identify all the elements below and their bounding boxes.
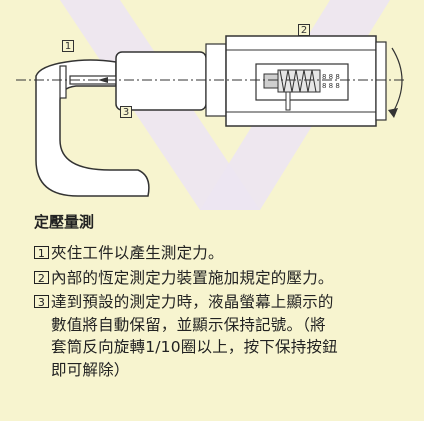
sleeve bbox=[115, 51, 207, 111]
list-item: 1 夾住工件以產生測定力。 bbox=[34, 242, 420, 265]
scale-digits: 8 8 8 bbox=[322, 73, 340, 81]
micrometer-diagram: 8 8 8 8 8 8 bbox=[16, 0, 404, 210]
callout-label-2: 2 bbox=[298, 24, 310, 36]
frame-body bbox=[35, 59, 150, 197]
list-item: 2 內部的恆定測定力裝置施加規定的壓力。 bbox=[34, 267, 420, 290]
anvil bbox=[59, 65, 67, 99]
item-text: 夾住工件以產生測定力。 bbox=[51, 244, 224, 262]
item-number: 3 bbox=[34, 295, 49, 309]
measure-arrow bbox=[98, 77, 108, 83]
callout-label-1: 1 bbox=[62, 40, 74, 52]
pin bbox=[285, 91, 291, 111]
item-text: 達到預設的測定力時，液晶螢幕上顯示的 數值將自動保留，並顯示保持記號。（將 套筒… bbox=[51, 293, 338, 379]
section-title: 定壓量測 bbox=[34, 213, 95, 231]
rotation-arrowhead bbox=[388, 108, 398, 118]
description-section: 定壓量測 1 夾住工件以產生測定力。 2 內部的恆定測定力裝置施加規定的壓力。 … bbox=[34, 212, 420, 383]
rotation-arrow bbox=[391, 47, 403, 115]
item-number: 1 bbox=[34, 246, 49, 260]
list-item: 3 達到預設的測定力時，液晶螢幕上顯示的 數值將自動保留，並顯示保持記號。（將 … bbox=[34, 291, 420, 381]
spring bbox=[279, 69, 317, 93]
item-text: 內部的恆定測定力裝置施加規定的壓力。 bbox=[51, 268, 334, 287]
plunger bbox=[263, 73, 279, 89]
thimble-cap bbox=[375, 41, 387, 121]
scale-digits: 8 8 8 bbox=[322, 82, 340, 90]
callout-label-3: 3 bbox=[120, 106, 132, 118]
item-number: 2 bbox=[34, 270, 49, 285]
